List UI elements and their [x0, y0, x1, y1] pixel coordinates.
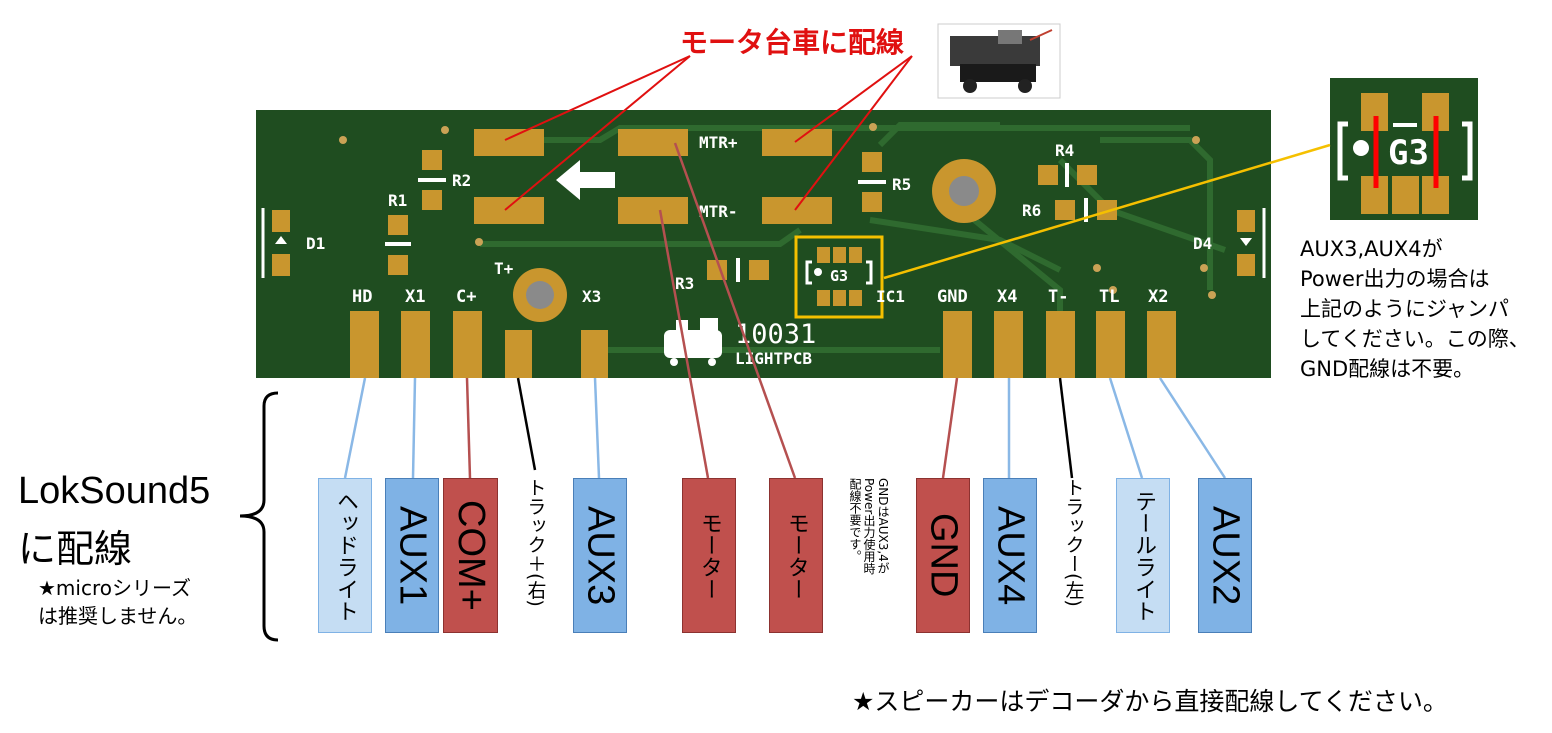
- silk-tplus: T+: [494, 259, 514, 278]
- silk-d4: D4: [1193, 234, 1212, 253]
- wire-label-aux1: AUX1: [385, 478, 439, 633]
- loksound-note-line2: は推奨しません。: [38, 604, 198, 628]
- wire-label-track-right: トラック＋(右): [524, 478, 547, 607]
- motor-bogie-image: [937, 23, 1061, 99]
- silk-d1: D1: [306, 234, 325, 253]
- motor-pads: [474, 129, 832, 224]
- silk-g3: G3: [830, 267, 848, 285]
- wire-label-headlight: ヘッドライト: [318, 478, 372, 633]
- wire-label-aux2: AUX2: [1198, 478, 1252, 633]
- silk-r3: R3: [675, 274, 694, 293]
- loksound-note-line1: ★microシリーズ: [38, 576, 191, 600]
- inset-note-line5: GND配線は不要。: [1300, 357, 1475, 381]
- pad-labels: HD X1 C+ GND X4 T- TL X2: [352, 287, 1168, 307]
- silk-r5: R5: [892, 175, 911, 194]
- pcb-vias: [339, 123, 1216, 299]
- gnd-note: GNDはAUX3,4が Power出力使用時 配線不要です。: [848, 478, 890, 608]
- pad-label-cplus: C+: [456, 287, 476, 307]
- wire-label-gnd: GND: [916, 478, 970, 633]
- silk-r6: R6: [1022, 201, 1041, 220]
- inset-leader-line: [883, 143, 1331, 280]
- silk-x3: X3: [582, 287, 601, 306]
- silk-mtr-plus: MTR+: [699, 133, 738, 152]
- bottom-pads: [350, 311, 1176, 378]
- silk-mtr-minus: MTR-: [699, 202, 738, 221]
- silk-r2: R2: [452, 171, 471, 190]
- inset-g3-label: G3: [1388, 133, 1429, 173]
- pad-label-tl: TL: [1099, 287, 1119, 307]
- loksound-title-line2: に配線: [18, 527, 133, 571]
- loksound-bracket: [239, 391, 279, 642]
- gnd-note-line1: GNDはAUX3,4が: [876, 478, 890, 574]
- locomotive-logo-icon: [664, 318, 722, 366]
- wire-label-taillight: テールライト: [1116, 478, 1170, 633]
- pad-label-x1: X1: [405, 287, 425, 307]
- inset-note: AUX3,AUX4が Power出力の場合は 上記のようにジャンパ してください…: [1300, 234, 1530, 384]
- wire-label-com-plus: COM+: [443, 478, 498, 633]
- speaker-note: ★スピーカーはデコーダから直接配線してください。: [852, 687, 1448, 716]
- wire-label-motor-plus: モーター: [769, 478, 823, 633]
- direction-arrow-icon: [556, 160, 615, 200]
- pad-label-x4: X4: [997, 287, 1017, 307]
- silk-board-name: LIGHTPCB: [735, 349, 812, 368]
- inset-note-line2: Power出力の場合は: [1300, 267, 1490, 291]
- inset-note-line3: 上記のようにジャンパ: [1300, 297, 1509, 321]
- g3-highlight-box: [794, 235, 884, 319]
- inset-note-line1: AUX3,AUX4が: [1300, 237, 1443, 261]
- silk-r4: R4: [1055, 141, 1074, 160]
- wire-lines: [343, 142, 1227, 479]
- smd-pads: [272, 150, 1255, 306]
- pad-label-tminus: T-: [1048, 287, 1068, 307]
- pad-label-x2: X2: [1148, 287, 1168, 307]
- pad-label-hd: HD: [352, 287, 372, 307]
- g3-inset-image: G3: [1330, 78, 1478, 220]
- motor-leader-lines: [504, 55, 913, 211]
- loksound-title-line1: LokSound5: [18, 470, 211, 512]
- motor-wiring-title: モータ台車に配線: [680, 26, 904, 59]
- wire-label-aux4: AUX4: [983, 478, 1037, 633]
- pad-label-gnd: GND: [937, 287, 968, 307]
- gnd-note-line2: Power出力使用時: [862, 478, 876, 575]
- inset-note-line4: してください。この際、: [1300, 327, 1530, 351]
- silk-marks: [385, 163, 1088, 282]
- gnd-note-line3: 配線不要です。: [848, 478, 862, 562]
- wire-label-track-left: トラックー(左): [1062, 478, 1085, 607]
- silk-ic1: IC1: [876, 287, 905, 306]
- silk-r1: R1: [388, 191, 407, 210]
- wire-label-motor-minus: モーター: [682, 478, 736, 633]
- wire-label-aux3: AUX3: [573, 478, 627, 633]
